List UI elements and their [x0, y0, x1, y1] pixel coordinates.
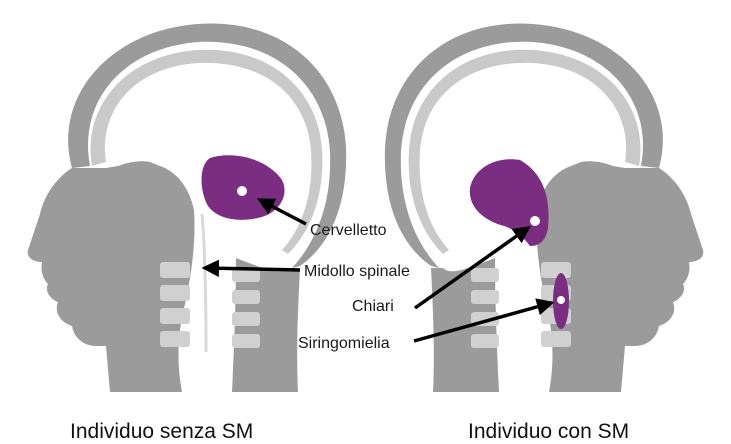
label-syringomyelia: Siringomielia: [298, 335, 390, 352]
label-cerebellum: Cervelletto: [310, 222, 387, 239]
label-chiari: Chiari: [352, 298, 394, 315]
right-syrinx-dot: [557, 296, 565, 304]
left-cerebellum-dot: [237, 186, 247, 196]
arrow-spinal-cord: [205, 268, 300, 270]
label-spinal-cord: Midollo spinale: [304, 263, 410, 280]
right-cerebellum-chiari: [470, 159, 549, 246]
right-chiari-dot: [530, 216, 540, 226]
caption-right: Individuo con SM: [468, 420, 629, 443]
caption-left: Individuo senza SM: [70, 420, 253, 443]
